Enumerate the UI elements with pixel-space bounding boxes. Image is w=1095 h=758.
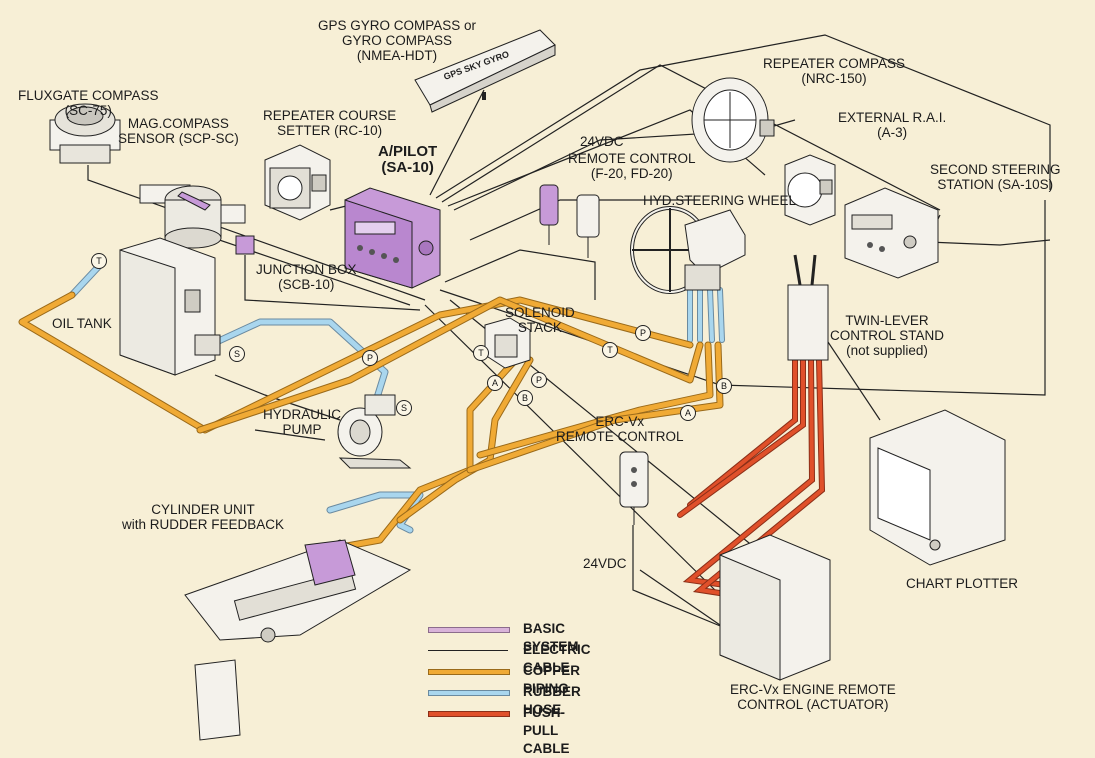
remote-control-f20-unit: [539, 184, 559, 245]
label-fluxgate-compass: FLUXGATE COMPASS(SC-75): [18, 88, 159, 118]
legend-label: ELECTRIC CABLE: [523, 642, 591, 675]
twin-lever-control-stand-unit: [787, 254, 829, 361]
fluxgate-compass-unit: [49, 103, 121, 164]
legend-swatch-copper-piping: [428, 669, 510, 675]
legend-swatch-electric-cable: [428, 650, 508, 651]
electric-cables: [87, 34, 1051, 631]
remote-control-fd20-unit: [576, 194, 600, 258]
legend-swatch-push-pull-cable: [428, 711, 510, 717]
copper-piping: [18, 291, 724, 554]
repeater-course-setter-unit: [264, 144, 331, 221]
port-marker: S: [396, 400, 412, 416]
label-external-rai: EXTERNAL R.A.I.(A-3): [838, 110, 947, 140]
legend-swatch-basic-system: [428, 627, 510, 633]
legend-label: BASIC SYSTEM: [523, 621, 579, 654]
chart-plotter-unit: [869, 409, 1006, 566]
label-24vdc-bottom: 24VDC: [583, 556, 627, 571]
label-24vdc-top: 24VDC: [580, 134, 624, 149]
gps-gyro-compass-unit: [414, 29, 556, 113]
label-oil-tank: OIL TANK: [52, 316, 112, 331]
legend-swatch-rubber-hose: [428, 690, 510, 696]
port-marker: T: [602, 342, 618, 358]
port-marker: S: [229, 346, 245, 362]
label-hyd-steering-wheel: HYD.STEERING WHEEL: [643, 193, 797, 208]
port-marker: T: [91, 253, 107, 269]
mag-compass-sensor-unit: [139, 184, 246, 249]
legend-label: RUBBER HOSE: [523, 684, 581, 717]
port-marker: A: [680, 405, 696, 421]
repeater-compass-unit: [691, 77, 775, 163]
port-marker: T: [473, 345, 489, 361]
junction-box-unit: [235, 235, 255, 255]
cylinder-unit: [184, 539, 412, 741]
port-marker: A: [487, 375, 503, 391]
label-autopilot: A/PILOT(SA-10): [378, 143, 438, 176]
port-marker: P: [362, 350, 378, 366]
port-marker: B: [517, 390, 533, 406]
second-steering-station-unit: [844, 187, 939, 279]
label-repeater-compass: REPEATER COMPASS(NRC-150): [763, 56, 906, 86]
erc-vx-remote-control-unit: [619, 451, 649, 525]
legend-label: PUSH-PULL CABLE: [523, 705, 570, 756]
legend-label: COPPER PIPING: [523, 663, 581, 696]
port-marker: P: [635, 325, 651, 341]
autopilot-unit: [344, 187, 441, 289]
rubber-hoses: [68, 261, 725, 534]
port-marker: B: [716, 378, 732, 394]
port-marker: P: [531, 372, 547, 388]
hyd-steering-wheel-unit: [630, 206, 746, 294]
label-remote-control: REMOTE CONTROL(F-20, FD-20): [568, 151, 696, 181]
external-rai-unit: [784, 154, 836, 226]
label-junction-box: JUNCTION BOX(SCB-10): [256, 262, 357, 292]
solenoid-stack-unit: [484, 317, 531, 369]
erc-vx-actuator-unit: [719, 534, 831, 681]
hydraulic-pump-unit: [337, 394, 412, 469]
label-chart-plotter: CHART PLOTTER: [906, 576, 1019, 591]
oil-tank-unit: [119, 237, 221, 376]
